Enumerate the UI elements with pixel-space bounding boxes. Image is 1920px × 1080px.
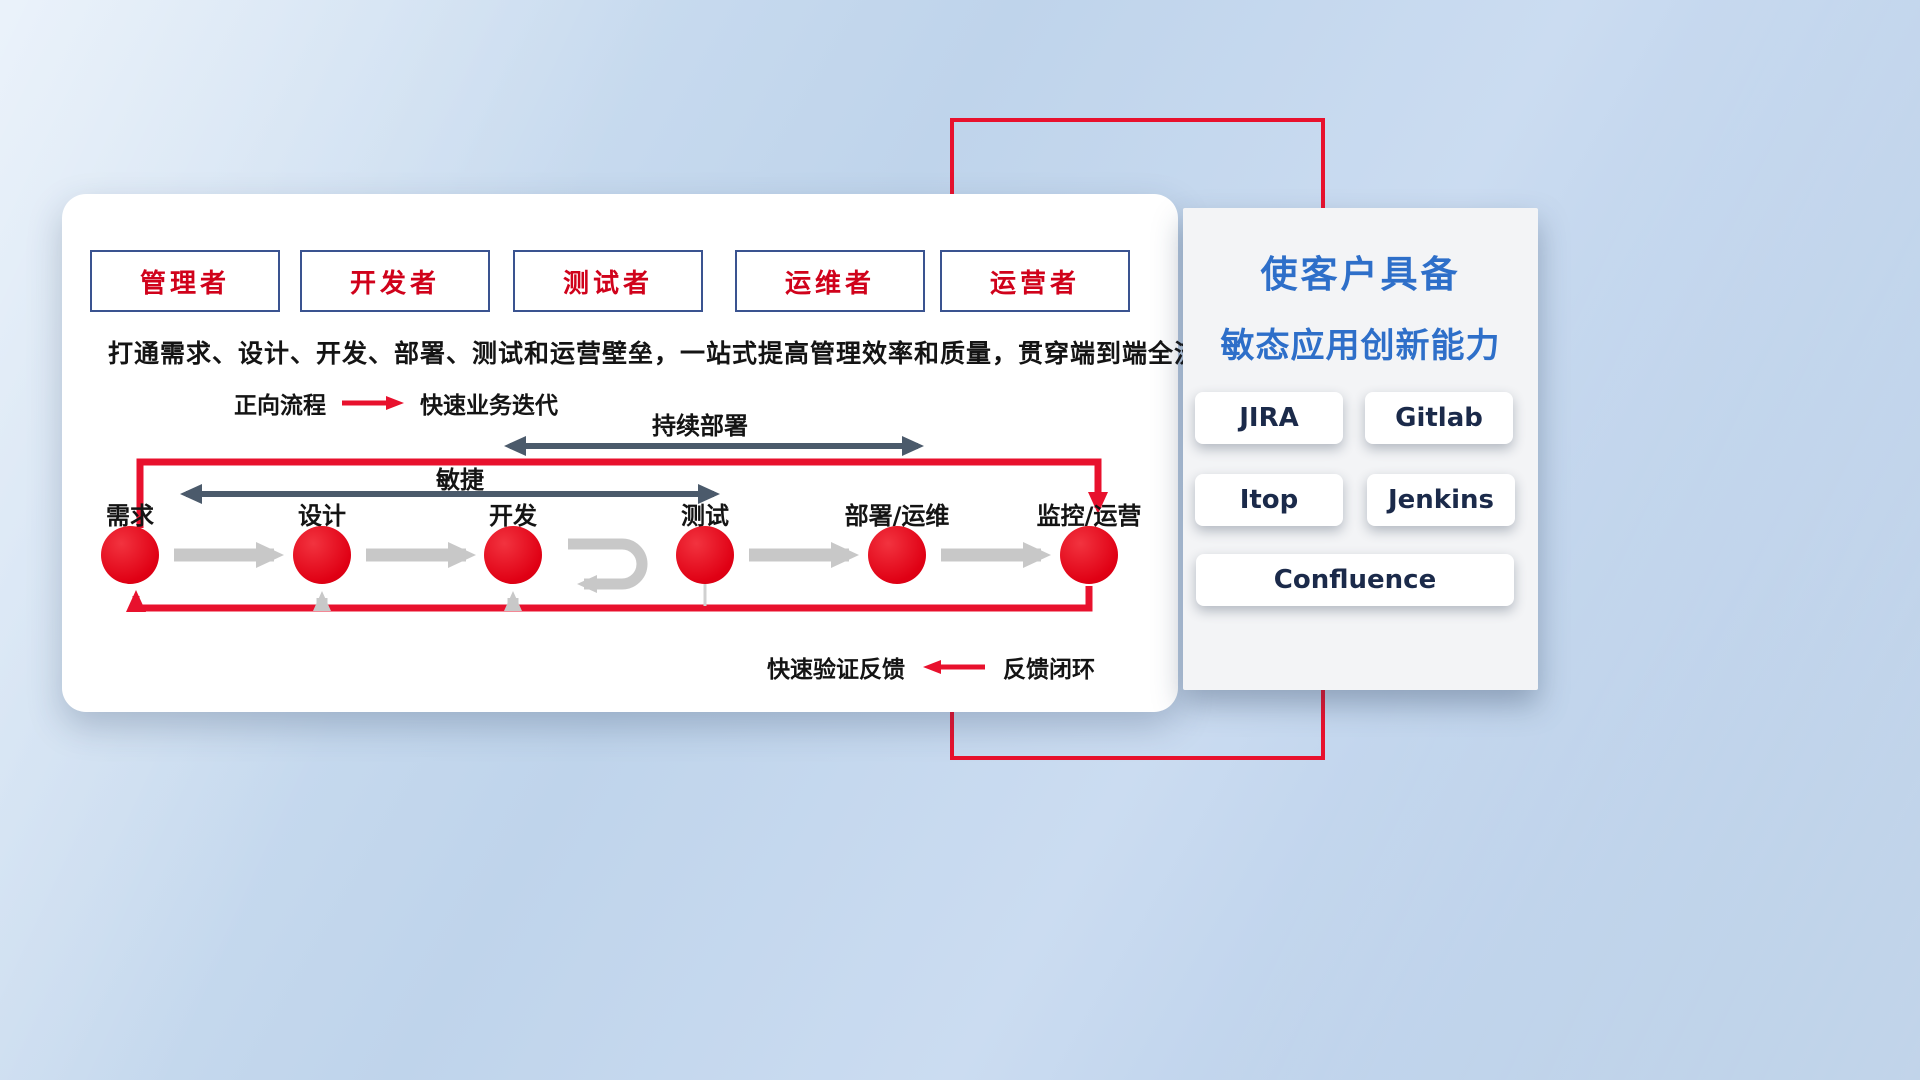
role-box-operator: 运营者 [940, 250, 1130, 312]
role-box-tester: 测试者 [513, 250, 703, 312]
stage-node [868, 526, 926, 584]
stage-node [293, 526, 351, 584]
forward-legend-value: 快速业务迭代 [420, 393, 558, 419]
feedback-loop-line [126, 586, 1093, 612]
stage-label-design: 设计 [298, 502, 346, 530]
iteration-loop-icon [568, 538, 648, 593]
feedback-legend-label: 快速验证反馈 [767, 657, 905, 683]
stage-label-requirements: 需求 [106, 502, 154, 530]
stage-node [676, 526, 734, 584]
tool-label: JIRA [1239, 403, 1299, 433]
capability-panel: 使客户具备 敏态应用创新能力 JIRA Gitlab Itop Jenkins … [1183, 208, 1538, 690]
panel-title-line1: 使客户具备 [1260, 253, 1461, 296]
stage-label-testing: 测试 [681, 502, 729, 530]
flow-arrows-layer [126, 436, 1108, 612]
role-label: 测试者 [562, 268, 653, 299]
role-box-ops: 运维者 [735, 250, 925, 312]
tool-button-confluence: Confluence [1196, 554, 1514, 606]
feedback-arrow-icon [923, 660, 985, 674]
tool-button-gitlab: Gitlab [1365, 392, 1513, 444]
tool-label: Confluence [1273, 565, 1437, 595]
role-box-manager: 管理者 [90, 250, 280, 312]
panel-title-line2: 敏态应用创新能力 [1220, 326, 1501, 366]
feedback-legend: 快速验证反馈 反馈闭环 [767, 650, 1095, 684]
continuous-deployment-label: 持续部署 [652, 412, 748, 440]
devops-flow-panel: 管理者 开发者 测试者 运维者 运营者 打通需求、设计、开发、部署、测试和运营壁… [62, 194, 1227, 712]
role-label: 管理者 [139, 268, 230, 299]
forward-flow-legend: 正向流程 快速业务迭代 [234, 386, 558, 420]
role-label: 运维者 [784, 268, 875, 299]
tool-button-jira: JIRA [1195, 392, 1343, 444]
tool-button-jenkins: Jenkins [1367, 474, 1515, 526]
tool-button-itop: Itop [1195, 474, 1343, 526]
stage-label-development: 开发 [489, 502, 537, 530]
feedback-legend-value: 反馈闭环 [1003, 657, 1095, 683]
tool-label: Gitlab [1395, 403, 1483, 433]
stage-node [1060, 526, 1118, 584]
role-label: 运营者 [989, 268, 1080, 299]
forward-legend-label: 正向流程 [234, 393, 326, 419]
stage-node [484, 526, 542, 584]
forward-loop-line [136, 458, 1108, 528]
stage-node [101, 526, 159, 584]
description-text: 打通需求、设计、开发、部署、测试和运营壁垒，一站式提高管理效率和质量，贯穿端到端… [108, 339, 1227, 368]
stage-label-deploy-ops: 部署/运维 [844, 502, 950, 530]
tool-label: Itop [1239, 485, 1299, 515]
forward-arrow-icon [342, 396, 404, 410]
role-label: 开发者 [349, 268, 440, 299]
tool-label: Jenkins [1387, 485, 1494, 515]
role-box-developer: 开发者 [300, 250, 490, 312]
